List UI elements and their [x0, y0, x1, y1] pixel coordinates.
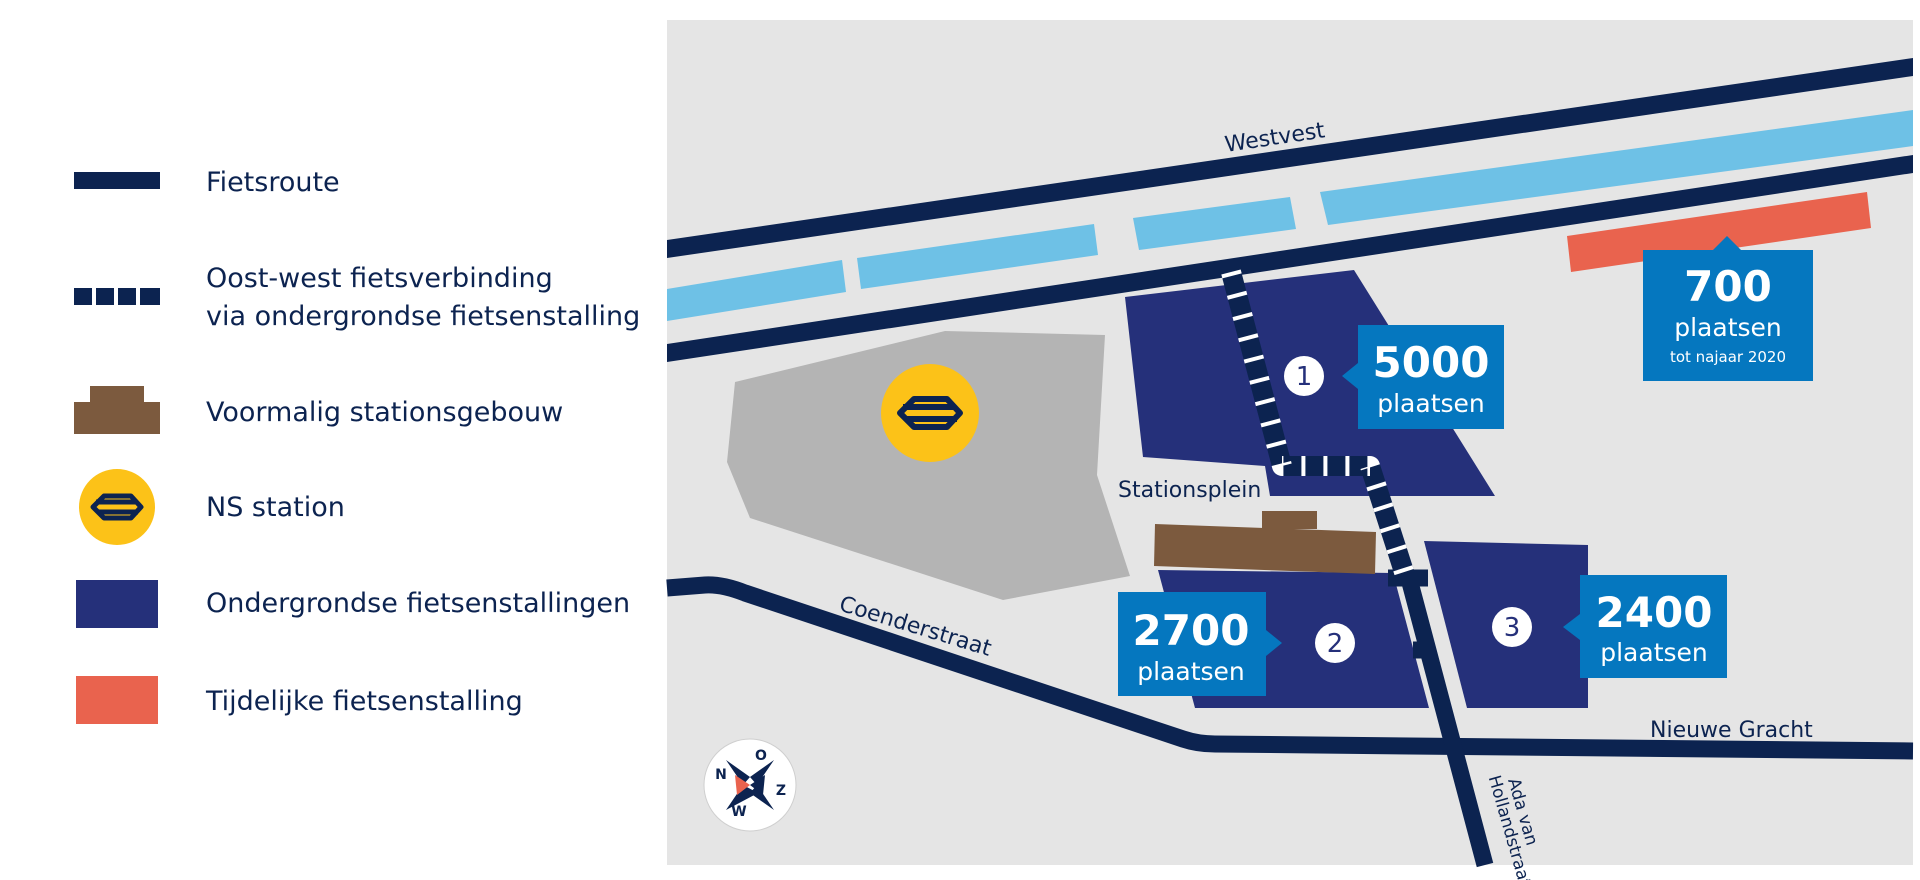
legend-item-oost-west: Oost-west fietsverbinding via ondergrond… [74, 263, 640, 332]
temporary-unit: plaatsen [1674, 313, 1782, 342]
dashed-route-icon [74, 288, 160, 305]
compass-w: W [731, 804, 746, 820]
legend: Fietsroute Oost-west fietsverbinding via… [74, 167, 640, 724]
legend-item-fietsroute: Fietsroute [74, 167, 340, 198]
compass-rose: N O Z W [703, 738, 797, 832]
ada-van-hollandstraat-road [1388, 569, 1494, 868]
parking-3-capacity-label: 2400 plaatsen [1563, 575, 1727, 678]
parking-2-number: 2 [1327, 629, 1344, 659]
legend-item-tijdelijke: Tijdelijke fietsenstalling [76, 676, 523, 724]
parking-2-capacity: 2700 [1133, 606, 1250, 655]
station-area [727, 331, 1130, 600]
parking-3-number: 3 [1504, 613, 1521, 643]
legend-label: Tijdelijke fietsenstalling [205, 686, 523, 717]
railway-tracks [667, 110, 1913, 321]
legend-label: Fietsroute [206, 167, 340, 198]
parking-1-capacity-label: 5000 plaatsen [1342, 325, 1504, 429]
parking-2-number-marker: 2 [1315, 623, 1355, 663]
westvest-road [667, 58, 1913, 362]
parking-3-unit: plaatsen [1600, 638, 1708, 667]
legend-label: NS station [206, 492, 345, 523]
street-label-stationsplein: Stationsplein [1118, 478, 1261, 503]
underground-parking-icon [76, 580, 158, 628]
legend-item-stationsgebouw: Voormalig stationsgebouw [74, 386, 563, 434]
legend-label: Oost-west fietsverbinding [206, 263, 553, 294]
parking-3-number-marker: 3 [1492, 607, 1532, 647]
temporary-capacity-label: 700 plaatsen tot najaar 2020 [1643, 236, 1813, 381]
underground-connection [1221, 269, 1415, 579]
legend-label-line2: via ondergrondse fietsenstalling [206, 301, 640, 332]
parking-2-capacity-label: 2700 plaatsen [1118, 592, 1282, 696]
parking-1-unit: plaatsen [1377, 389, 1485, 418]
legend-item-ns-station: NS station [79, 469, 345, 545]
temporary-capacity: 700 [1684, 262, 1772, 311]
ns-logo-icon [79, 469, 155, 545]
street-label-nieuwe-gracht: Nieuwe Gracht [1650, 718, 1813, 743]
temporary-parking-icon [76, 676, 158, 724]
parking-1-number: 1 [1296, 362, 1313, 392]
parking-2-unit: plaatsen [1137, 657, 1245, 686]
cycle-route-line-icon [74, 172, 160, 189]
parking-3-capacity: 2400 [1596, 588, 1713, 637]
coenderstraat-road [666, 576, 1914, 760]
parking-1-number-marker: 1 [1284, 356, 1324, 396]
compass-n: N [715, 767, 727, 783]
ns-station-icon [881, 364, 979, 462]
legend-label: Voormalig stationsgebouw [206, 397, 563, 428]
legend-item-ondergrondse: Ondergrondse fietsenstallingen [76, 580, 630, 628]
parking-1-capacity: 5000 [1373, 338, 1490, 387]
temporary-note: tot najaar 2020 [1670, 348, 1786, 366]
former-station-building [1154, 511, 1376, 574]
compass-o: O [755, 748, 767, 764]
map: Westvest Coenderstraat Stationsplein Nie… [666, 20, 1914, 880]
compass-z: Z [776, 783, 786, 799]
legend-label: Ondergrondse fietsenstallingen [206, 588, 630, 619]
station-building-icon [74, 386, 160, 434]
